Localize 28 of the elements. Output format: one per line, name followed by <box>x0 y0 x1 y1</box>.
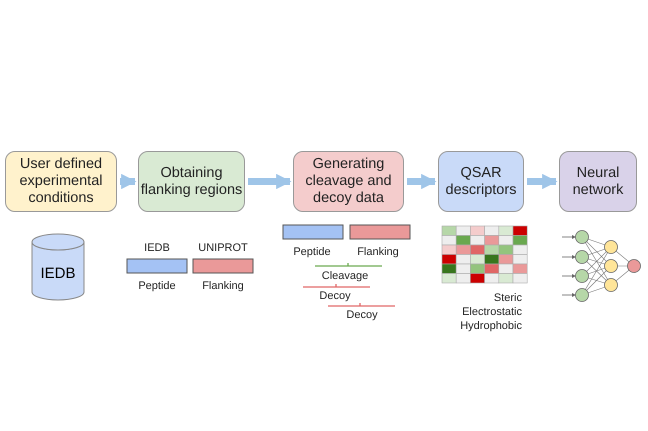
site-label: Decoy <box>346 309 378 321</box>
bar-label: Peptide <box>293 246 331 258</box>
descriptor-label: Steric <box>494 292 522 304</box>
arrow <box>120 174 137 190</box>
bar-label: Peptide <box>138 280 176 292</box>
bar-label: Flanking <box>202 280 244 292</box>
process-box <box>559 151 637 212</box>
step-label: Obtaining flanking regions <box>140 164 244 198</box>
source-label: UNIPROT <box>198 242 248 254</box>
step-label: Generating cleavage and decoy data <box>304 156 393 207</box>
arrow <box>527 174 558 190</box>
source-label: IEDB <box>144 242 170 254</box>
database-cylinder <box>31 233 85 301</box>
step-label: User defined experimental conditions <box>18 156 104 207</box>
site-label: Cleavage <box>322 270 368 282</box>
process-box <box>138 151 245 212</box>
arrow <box>248 174 292 190</box>
site-label: Decoy <box>319 290 351 302</box>
descriptor-label: Hydrophobic <box>460 320 522 332</box>
database-label: IEDB <box>40 264 76 282</box>
step-label: Neural network <box>572 164 624 198</box>
process-box <box>438 151 524 212</box>
bar-label: Flanking <box>357 246 399 258</box>
process-box <box>5 151 117 212</box>
descriptor-label: Electrostatic <box>462 306 522 318</box>
step-label: QSAR descriptors <box>444 164 518 198</box>
arrow <box>407 174 437 190</box>
process-box <box>293 151 404 212</box>
